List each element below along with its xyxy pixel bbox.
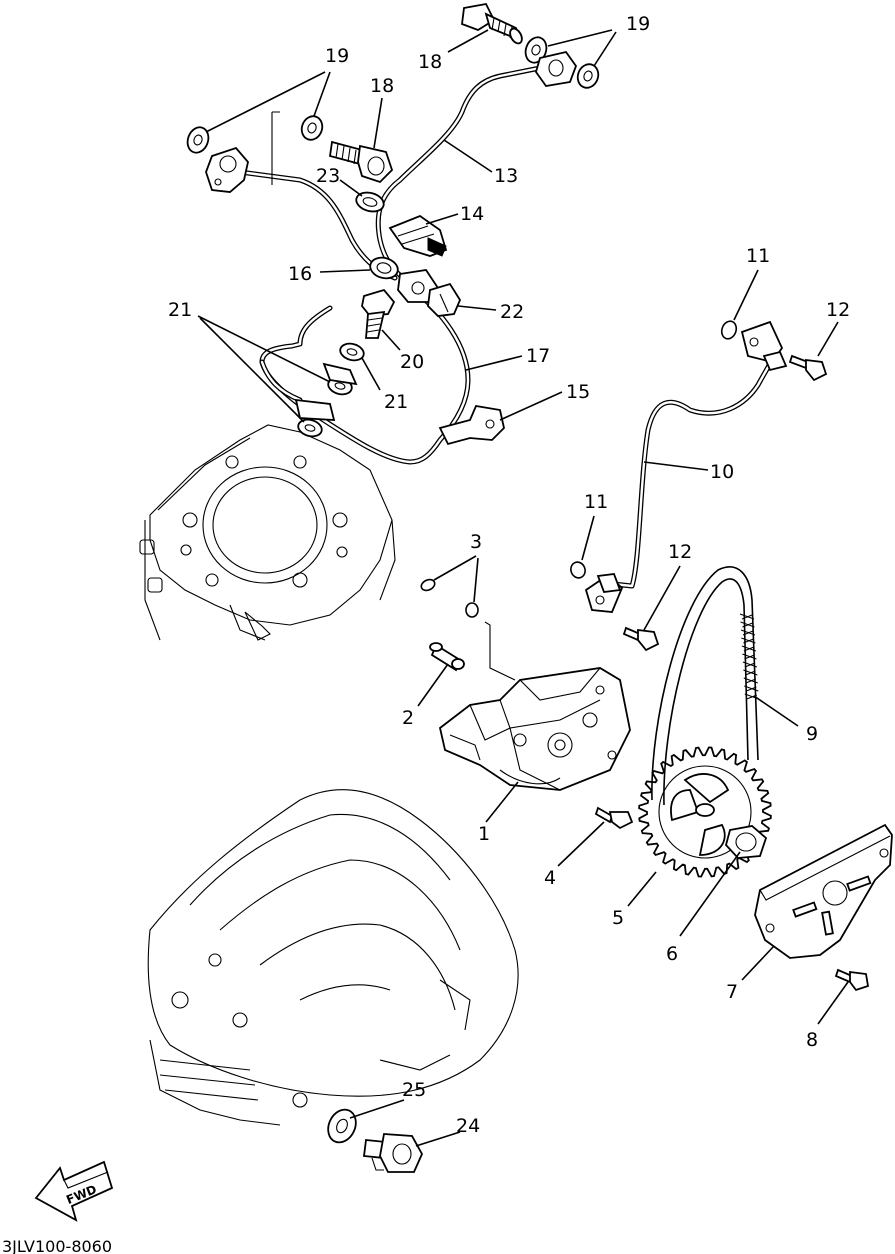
callout-24: 24 [456,1115,480,1137]
drain-washer-25 [327,1108,357,1144]
callout-9: 9 [806,723,818,745]
callout-2: 2 [402,707,414,729]
callout-20: 20 [400,351,424,373]
union-bolt-18-mid [328,140,394,184]
union-bolt-20 [361,288,396,339]
callout-7: 7 [726,981,738,1003]
drawing-code: 3JLV100-8060 [2,1237,112,1254]
dowel-pin [429,642,465,672]
pipe-clamp-22 [427,282,462,317]
callout-21-lower: 21 [384,391,408,413]
pipe-clamp-14 [388,214,448,257]
pipe-union-left [205,111,280,193]
crankcase-outline [147,789,519,1126]
callout-12-upper: 12 [826,299,850,321]
pipe-bracket-15 [438,404,505,446]
callout-5: 5 [612,907,624,929]
callout-13: 13 [494,165,518,187]
leader-lines [197,29,849,1147]
callout-8: 8 [806,1029,818,1051]
bolt-12 [622,354,828,652]
callout-18-mid: 18 [370,75,394,97]
callout-23: 23 [316,165,340,187]
drive-chain [651,566,759,806]
callout-4: 4 [544,867,556,889]
callout-14: 14 [460,203,484,225]
pipe-flange-lower [584,573,624,613]
callout-19-left: 19 [325,45,349,67]
callout-18-top: 18 [418,51,442,73]
oil-pipe-10 [601,349,778,589]
callout-1: 1 [478,823,490,845]
drain-bolt-24 [362,1133,424,1173]
callout-25: 25 [402,1079,426,1101]
callout-16: 16 [288,263,312,285]
washer-21 [294,342,365,438]
pipe-union-top [535,50,578,87]
sprocket-nut [725,825,768,859]
callout-22: 22 [500,301,524,323]
oil-pipe-17 [259,289,471,465]
oil-pipe-13 [375,65,543,285]
callout-19-right: 19 [626,13,650,35]
callout-labels: 19 18 18 19 13 23 14 16 22 21 20 17 21 1… [168,13,850,1137]
oil-pump [438,667,631,791]
callout-6: 6 [666,943,678,965]
screw-8 [834,968,870,992]
union-bolt-18-top [461,2,523,45]
callout-12-lower: 12 [668,541,692,563]
callout-15: 15 [566,381,590,403]
bolt-4 [594,806,634,830]
callout-17: 17 [526,345,550,367]
callout-11-lower: 11 [584,491,608,513]
gasket-23 [355,191,385,213]
callout-3: 3 [470,531,482,553]
callout-21-upper: 21 [168,299,192,321]
o-ring-11 [570,320,738,579]
callout-11-upper: 11 [746,245,770,267]
sprocket-cover [754,823,893,959]
callout-10: 10 [710,461,734,483]
washer-19 [186,36,600,154]
pipe-flange-upper [740,320,788,372]
cylinder-head-outline [139,424,396,641]
fwd-arrow-icon: FWD [34,1160,114,1222]
o-ring-3 [420,578,516,681]
